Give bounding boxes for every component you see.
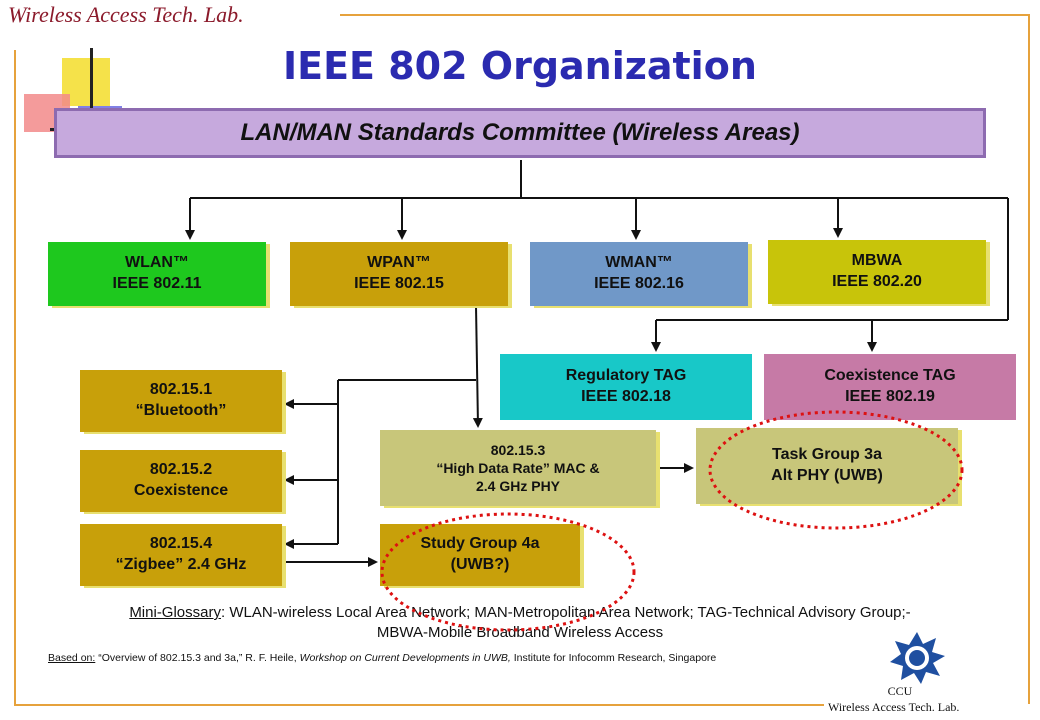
deco-vertical-bar bbox=[90, 48, 93, 152]
page-title: IEEE 802 Organization bbox=[283, 44, 757, 88]
source-citation: Based on: “Overview of 802.15.3 and 3a,”… bbox=[48, 652, 716, 664]
wpan-box: WPAN™ IEEE 802.15 bbox=[290, 242, 508, 306]
high-data-rate-standard: 802.15.3 bbox=[490, 441, 546, 458]
task-group-3a-name: Task Group 3a bbox=[772, 446, 882, 464]
study-group-4a-box: Study Group 4a (UWB?) bbox=[380, 524, 580, 586]
mini-glossary: Mini-Glossary: WLAN-wireless Local Area … bbox=[0, 603, 1040, 644]
mbwa-name: MBWA bbox=[851, 252, 903, 270]
wman-box: WMAN™ IEEE 802.16 bbox=[530, 242, 748, 306]
task-group-3a-desc: Alt PHY (UWB) bbox=[771, 467, 883, 484]
ccu-label: CCU bbox=[887, 684, 913, 698]
lab-header: Wireless Access Tech. Lab. bbox=[8, 2, 244, 27]
glossary-label: Mini-Glossary bbox=[129, 604, 221, 621]
frame-line-top bbox=[340, 14, 1030, 16]
wlan-standard: IEEE 802.11 bbox=[112, 275, 202, 292]
coexistence-standard: 802.15.2 bbox=[149, 461, 213, 479]
coexistence-tag-box: Coexistence TAG IEEE 802.19 bbox=[764, 354, 1016, 420]
regulatory-tag-name: Regulatory TAG bbox=[565, 367, 687, 385]
zigbee-name: “Zigbee” 2.4 GHz bbox=[115, 556, 247, 573]
high-data-rate-line2: “High Data Rate” MAC & bbox=[436, 459, 600, 476]
zigbee-standard: 802.15.4 bbox=[149, 535, 213, 553]
bluetooth-standard: 802.15.1 bbox=[149, 381, 213, 399]
arrow-to-high-data-rate bbox=[472, 305, 483, 428]
study-group-4a-name: Study Group 4a bbox=[420, 535, 540, 553]
bluetooth-box: 802.15.1 “Bluetooth” bbox=[80, 370, 282, 432]
high-data-rate-line3: 2.4 GHz PHY bbox=[475, 478, 561, 495]
wpan-name: WPAN™ bbox=[367, 254, 431, 272]
regulatory-tag-standard: IEEE 802.18 bbox=[581, 388, 671, 405]
mbwa-box: MBWA IEEE 802.20 bbox=[768, 240, 986, 304]
source-workshop: Workshop on Current Developments in UWB, bbox=[299, 652, 511, 664]
ccu-emblem-icon bbox=[890, 632, 945, 684]
wlan-name: WLAN™ bbox=[125, 254, 189, 272]
wlan-box: WLAN™ IEEE 802.11 bbox=[48, 242, 266, 306]
mbwa-standard: IEEE 802.20 bbox=[832, 273, 922, 290]
glossary-line1: : WLAN-wireless Local Area Network; MAN-… bbox=[221, 604, 911, 621]
regulatory-tag-box: Regulatory TAG IEEE 802.18 bbox=[500, 354, 752, 420]
source-post: Institute for Infocomm Research, Singapo… bbox=[510, 652, 717, 664]
coexistence-tag-name: Coexistence TAG bbox=[824, 367, 956, 385]
coexistence-name: Coexistence bbox=[133, 482, 229, 499]
frame-line-bottom bbox=[14, 704, 824, 706]
lab-footer: Wireless Access Tech. Lab. bbox=[828, 700, 960, 714]
frame-line-right bbox=[1028, 14, 1030, 704]
zigbee-box: 802.15.4 “Zigbee” 2.4 GHz bbox=[80, 524, 282, 586]
coexistence-tag-standard: IEEE 802.19 bbox=[845, 388, 935, 405]
high-data-rate-box: 802.15.3 “High Data Rate” MAC & 2.4 GHz … bbox=[380, 430, 656, 506]
study-group-4a-desc: (UWB?) bbox=[450, 556, 510, 573]
coexistence-box: 802.15.2 Coexistence bbox=[80, 450, 282, 512]
wman-standard: IEEE 802.16 bbox=[594, 275, 684, 292]
source-label: Based on: bbox=[48, 652, 96, 664]
wman-name: WMAN™ bbox=[605, 254, 673, 272]
frame-line-left bbox=[14, 50, 16, 706]
committee-banner: LAN/MAN Standards Committee (Wireless Ar… bbox=[54, 108, 986, 158]
source-pre: “Overview of 802.15.3 and 3a,” R. F. Hei… bbox=[95, 652, 300, 664]
glossary-line2: MBWA-Mobile Broadband Wireless Access bbox=[376, 624, 664, 642]
wpan-standard: IEEE 802.15 bbox=[354, 275, 444, 292]
task-group-3a-box: Task Group 3a Alt PHY (UWB) bbox=[696, 428, 958, 504]
bluetooth-name: “Bluetooth” bbox=[135, 402, 227, 419]
